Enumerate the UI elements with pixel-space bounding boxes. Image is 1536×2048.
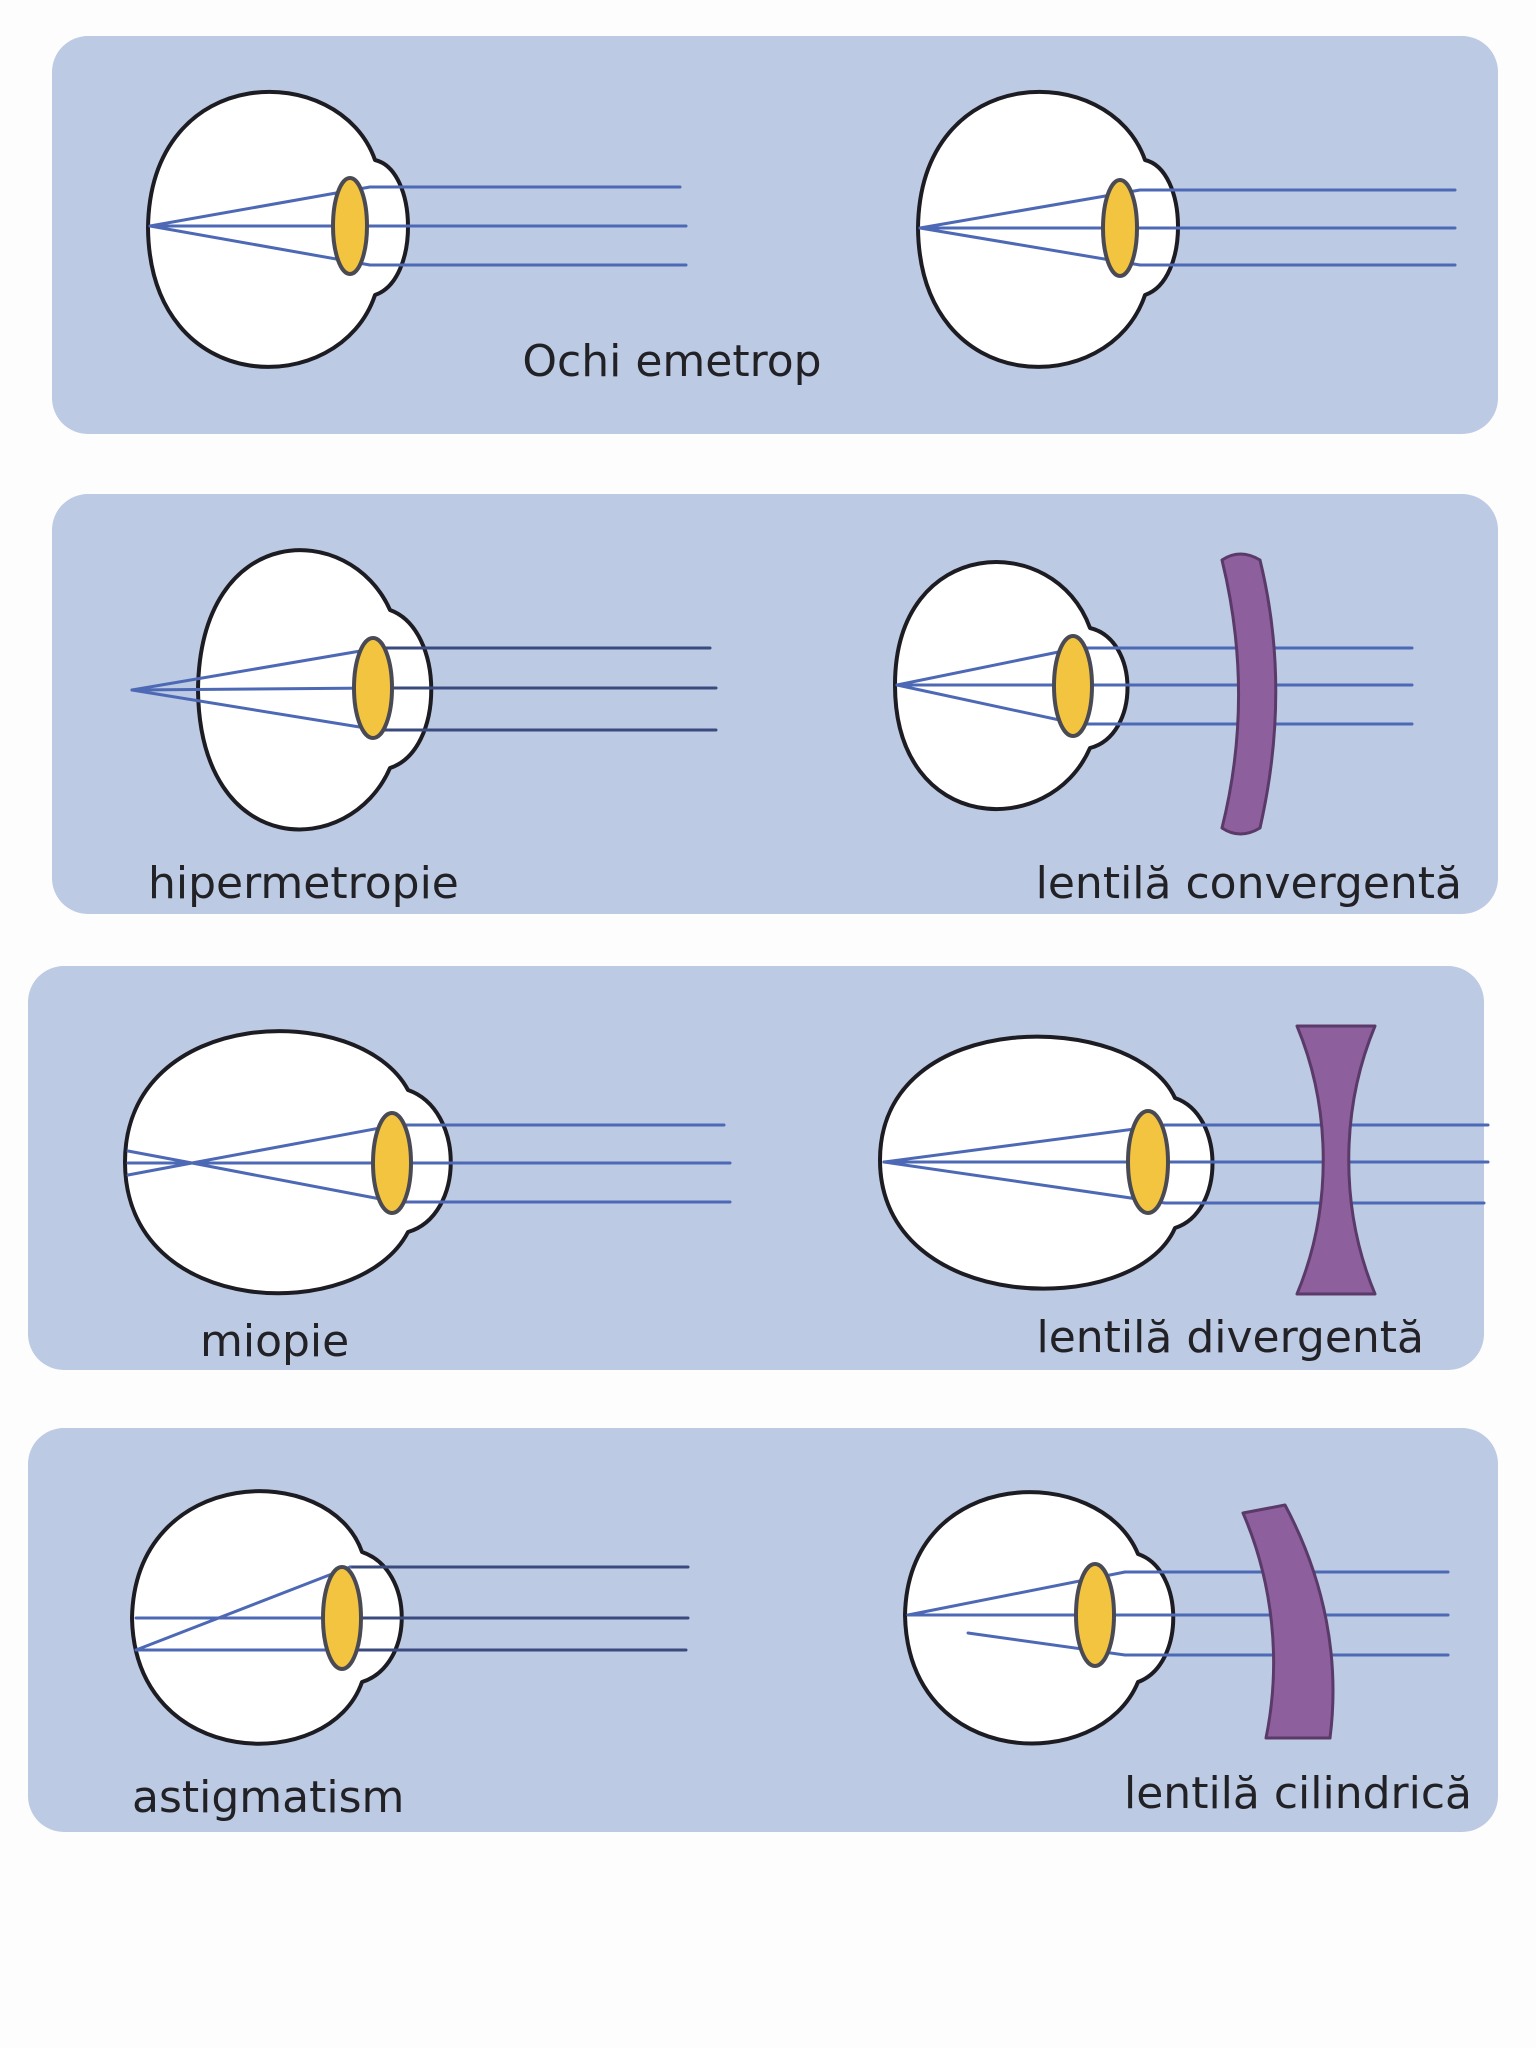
panel-hyperopia: hipermetropie lentilă convergentă [52,494,1498,914]
converging-lens [1220,552,1278,836]
eyeball [146,90,410,369]
label-myopia: miopie [200,1316,349,1367]
diverging-lens [1295,1024,1377,1296]
crystalline-lens [371,1111,413,1215]
light-ray [126,1149,398,1204]
light-ray [918,188,1142,230]
label-emmetropic-eye: Ochi emetrop [522,336,821,387]
panel-astigmatism: astigmatism lentilă cilindrică [28,1428,1498,1832]
light-ray [134,1565,352,1652]
light-ray [148,185,372,228]
label-hyperopia: hipermetropie [148,858,459,909]
light-ray [882,1123,1167,1164]
eye-left [146,90,688,369]
label-converging-lens: lentilă convergentă [1036,858,1462,909]
light-ray [895,646,1080,687]
panel-background [52,494,1498,914]
eye-right [916,90,1457,369]
light-ray [130,646,380,692]
eyeball [903,1490,1176,1746]
crystalline-lens [1074,1562,1116,1668]
light-ray [882,1160,1167,1205]
eye-right [903,1490,1450,1746]
crystalline-lens [1052,634,1094,738]
label-astigmatism: astigmatism [132,1772,404,1823]
light-ray [918,226,1142,267]
crystalline-lens [1126,1109,1170,1215]
crystalline-lens [321,1565,363,1671]
panel-background [28,1428,1498,1832]
eye-left [130,1489,690,1746]
eye-right [878,1024,1490,1296]
eye-left [123,1029,732,1296]
light-ray [895,683,1080,726]
panel-background [52,36,1498,434]
crystalline-lens [1101,178,1139,278]
label-diverging-lens: lentilă divergentă [1036,1312,1424,1363]
crystalline-lens [352,636,394,740]
panel-myopia: miopie lentilă divergentă [28,966,1490,1370]
crystalline-lens [331,176,369,276]
light-ray [130,686,380,692]
eye-right [893,552,1414,836]
cylindrical-lens [1241,1503,1335,1740]
panel-emmetropic: Ochi emetrop [52,36,1498,434]
light-ray [130,688,380,732]
light-ray [148,224,372,267]
label-cylindrical-lens: lentilă cilindrică [1124,1768,1472,1819]
eye-left [130,548,718,832]
